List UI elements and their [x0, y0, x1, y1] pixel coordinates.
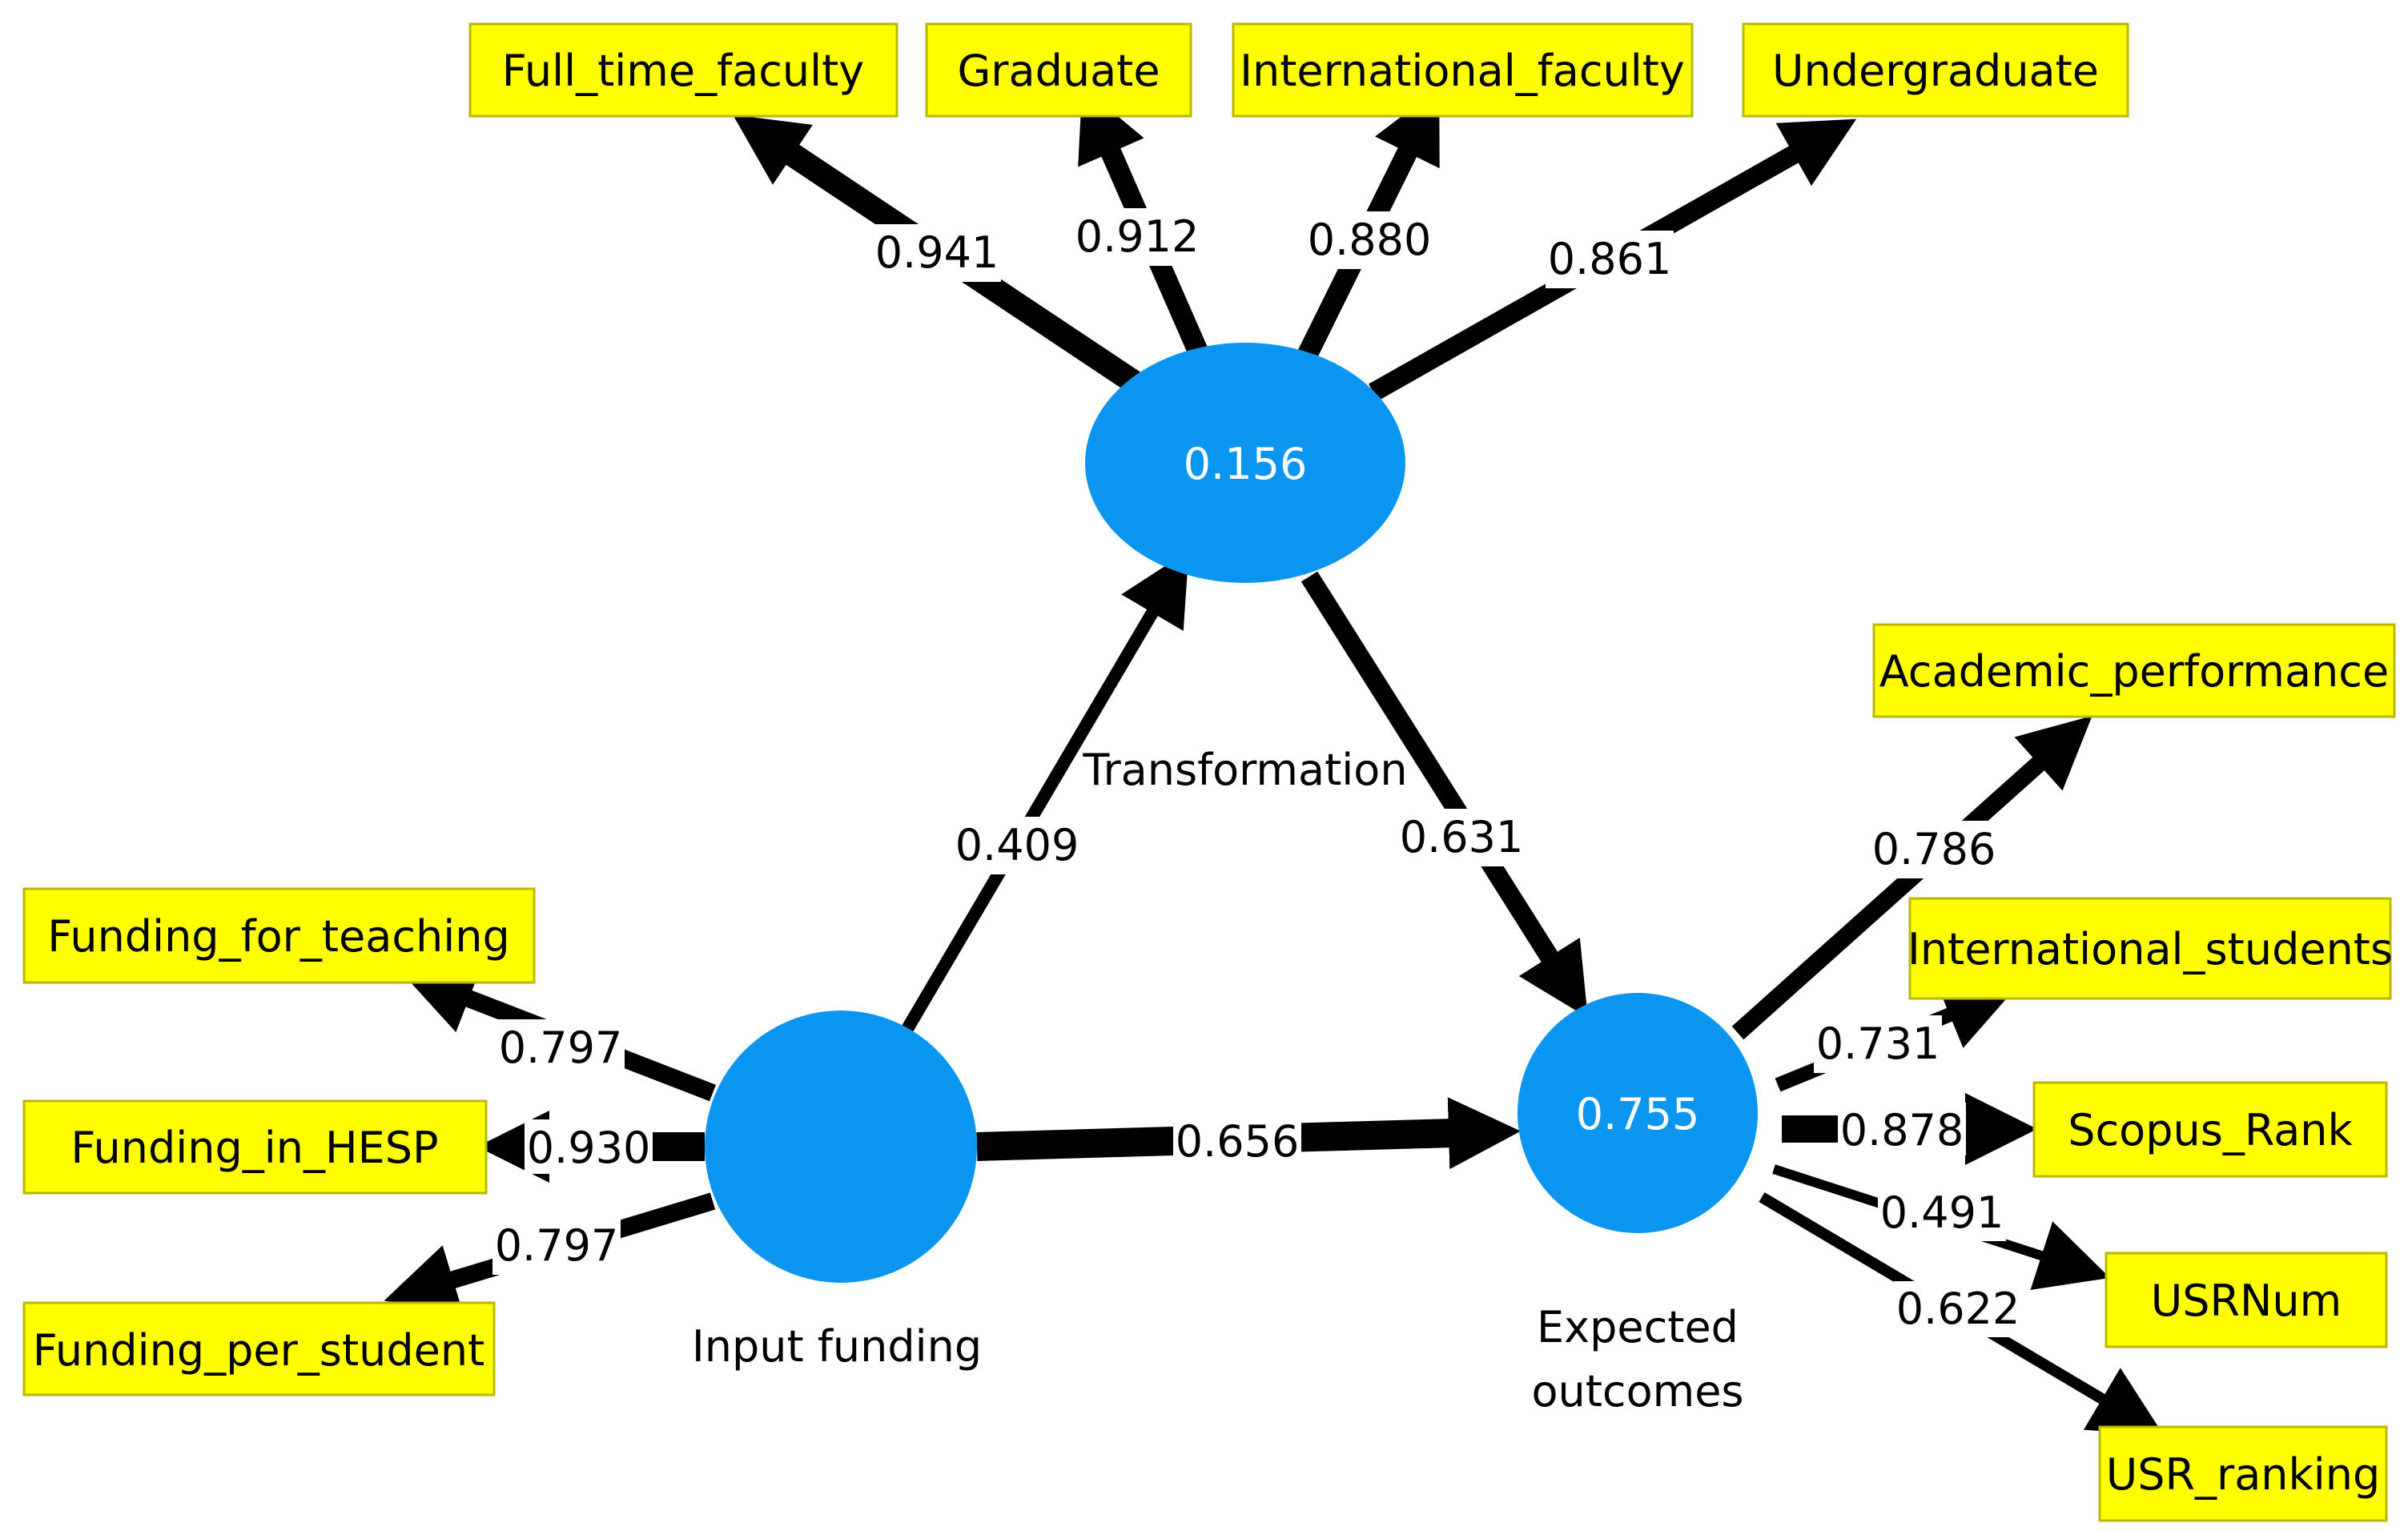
path-transformation-graduate: 0.912	[1073, 86, 1211, 364]
latent-expected-outcomes-label-line2: outcomes	[1531, 1366, 1743, 1416]
indicator-international-faculty[interactable]: International_faculty	[1232, 22, 1694, 118]
indicator-funding-in-hesp-label: Funding_in_HESP	[70, 1123, 438, 1173]
latent-transformation-ellipse[interactable]	[1085, 343, 1405, 583]
path-transformation-undergraduate: 0.861	[1369, 119, 1857, 401]
indicator-academic-performance-label: Academic_performance	[1879, 646, 2389, 697]
weight-funding-per-student: 0.797	[495, 1220, 619, 1271]
indicator-undergraduate-label: Undergraduate	[1772, 46, 2099, 96]
weight-input-to-transformation: 0.409	[955, 820, 1079, 870]
weight-input-to-outcomes: 0.656	[1176, 1116, 1300, 1167]
indicator-funding-for-teaching[interactable]: Funding_for_teaching	[22, 887, 536, 984]
path-input-funding-for-teaching: 0.797	[401, 965, 716, 1102]
indicator-usr-ranking-label: USR_ranking	[2106, 1449, 2381, 1500]
weight-graduate: 0.912	[1075, 211, 1200, 262]
indicator-usr-ranking[interactable]: USR_ranking	[2098, 1425, 2388, 1522]
indicator-graduate[interactable]: Graduate	[925, 22, 1192, 118]
weight-transformation-to-outcomes: 0.631	[1400, 812, 1524, 862]
path-outcomes-academic-performance: 0.786	[1731, 715, 2092, 1040]
weight-academic-performance: 0.786	[1872, 824, 1996, 874]
indicator-international-faculty-label: International_faculty	[1240, 46, 1685, 96]
weight-usrnum: 0.491	[1880, 1187, 2004, 1238]
indicator-funding-per-student[interactable]: Funding_per_student	[22, 1301, 496, 1396]
weight-full-time-faculty: 0.941	[875, 227, 999, 278]
path-outcomes-scopus-rank: 0.878	[1782, 1093, 2037, 1165]
weight-international-students: 0.731	[1816, 1019, 1940, 1069]
indicator-usrnum-label: USRNum	[2151, 1276, 2342, 1326]
path-input-funding-in-hesp: 0.930	[477, 1111, 705, 1183]
indicator-usrnum[interactable]: USRNum	[2104, 1252, 2388, 1348]
latent-input-funding-label: Input funding	[692, 1321, 982, 1372]
indicator-funding-per-student-label: Funding_per_student	[33, 1325, 484, 1376]
indicator-scopus-rank[interactable]: Scopus_Rank	[2032, 1081, 2388, 1178]
weight-undergraduate: 0.861	[1548, 234, 1672, 284]
latent-expected-outcomes-r2: 0.755	[1576, 1089, 1700, 1139]
latent-expected-outcomes-label-line1: Expected	[1537, 1302, 1739, 1352]
indicator-international-students[interactable]: International_students	[1908, 897, 2393, 1000]
indicator-funding-in-hesp[interactable]: Funding_in_HESP	[22, 1099, 488, 1195]
path-transformation-international-faculty: 0.880	[1296, 87, 1440, 364]
weight-usr-ranking: 0.622	[1896, 1284, 2020, 1334]
latent-input-funding[interactable]: Input funding	[692, 1011, 982, 1372]
path-transformation-to-outcomes: 0.631	[1300, 571, 1588, 1019]
path-input-to-outcomes: 0.656	[976, 1097, 1521, 1171]
latent-input-funding-ellipse[interactable]	[705, 1011, 977, 1283]
weight-scopus-rank: 0.878	[1840, 1105, 1964, 1155]
weight-funding-for-teaching: 0.797	[499, 1023, 623, 1073]
indicator-international-students-label: International_students	[1908, 924, 2393, 974]
path-outcomes-usrnum: 0.491	[1772, 1164, 2110, 1290]
weight-international-faculty: 0.880	[1308, 215, 1432, 265]
path-input-to-transformation: 0.409	[899, 550, 1189, 1037]
latent-expected-outcomes[interactable]: 0.755 Expected outcomes	[1518, 993, 1758, 1416]
indicator-graduate-label: Graduate	[957, 46, 1160, 96]
path-outcomes-international-students: 0.731	[1775, 981, 2016, 1092]
latent-expected-outcomes-ellipse[interactable]	[1518, 993, 1758, 1233]
path-input-funding-per-student: 0.797	[384, 1192, 716, 1315]
latent-transformation-r2: 0.156	[1184, 439, 1308, 489]
path-transformation-full-time-faculty: 0.941	[733, 115, 1144, 395]
indicator-scopus-rank-label: Scopus_Rank	[2068, 1105, 2353, 1155]
indicator-full-time-faculty-label: Full_time_faculty	[502, 46, 865, 96]
path-outcomes-usr-ranking: 0.622	[1759, 1191, 2165, 1436]
latent-transformation-label: Transformation	[1082, 745, 1407, 795]
weight-funding-in-hesp: 0.930	[527, 1123, 651, 1173]
indicator-academic-performance[interactable]: Academic_performance	[1872, 623, 2396, 718]
indicator-undergraduate[interactable]: Undergraduate	[1742, 22, 2129, 118]
latent-transformation[interactable]: 0.156 Transformation	[1082, 343, 1408, 795]
indicator-funding-for-teaching-label: Funding_for_teaching	[47, 911, 510, 962]
indicator-full-time-faculty[interactable]: Full_time_faculty	[468, 22, 898, 118]
